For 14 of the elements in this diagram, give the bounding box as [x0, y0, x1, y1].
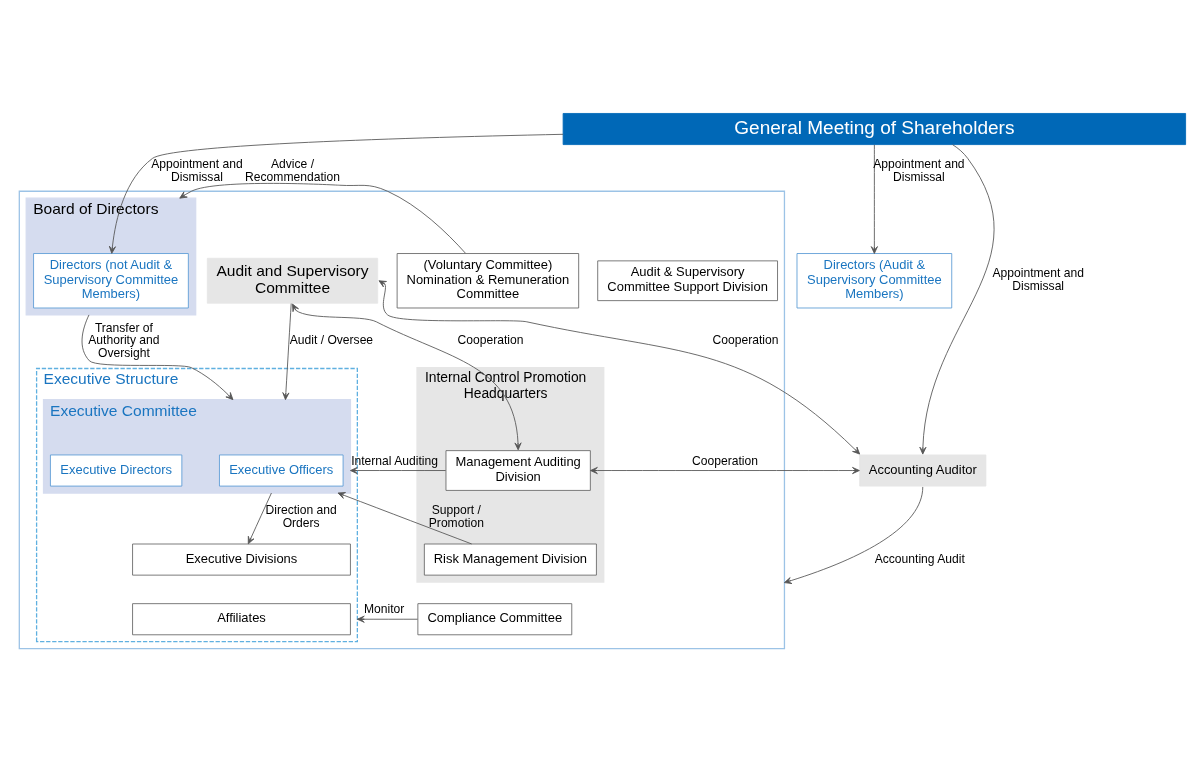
edge-label: Accounting Audit [874, 551, 965, 566]
edge-label: Appointment and Dismissal [992, 266, 1084, 294]
edge-label: Audit / Oversee [289, 333, 374, 348]
edge-label: Cooperation [712, 333, 779, 348]
edge-label: Appointment and Dismissal [873, 157, 965, 185]
edge-label: Direction and Orders [265, 502, 337, 530]
edge-label: Cooperation [457, 333, 524, 348]
edge-label: Appointment and Dismissal [151, 157, 243, 185]
edge-label: Advice / Recommendation [245, 157, 340, 185]
edge-label: Internal Auditing [351, 453, 438, 468]
edge-label: Cooperation [692, 453, 758, 468]
edge-label: Transfer of Authority and Oversight [88, 320, 160, 361]
edge-label: Monitor [363, 602, 405, 617]
edge-label: Support / Promotion [428, 502, 484, 530]
